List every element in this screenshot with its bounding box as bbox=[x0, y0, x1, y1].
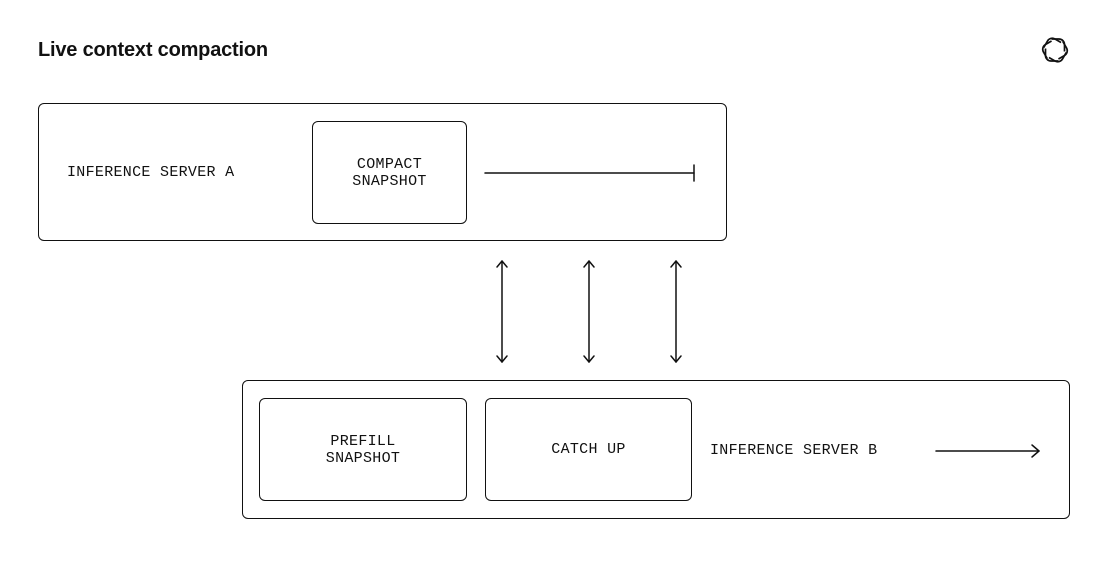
transfer-arrow-2 bbox=[583, 260, 595, 363]
catch-up-label: CATCH UP bbox=[551, 441, 626, 458]
inference-server-a-label: INFERENCE SERVER A bbox=[67, 164, 235, 181]
compact-snapshot-box: COMPACT SNAPSHOT bbox=[312, 121, 467, 224]
openai-logo-icon bbox=[1041, 37, 1069, 63]
catch-up-box: CATCH UP bbox=[485, 398, 692, 501]
inference-server-b-label: INFERENCE SERVER B bbox=[710, 442, 878, 459]
compact-snapshot-label: COMPACT SNAPSHOT bbox=[352, 155, 427, 190]
transfer-arrow-3 bbox=[670, 260, 682, 363]
diagram-title: Live context compaction bbox=[38, 39, 268, 61]
prefill-snapshot-box: PREFILL SNAPSHOT bbox=[259, 398, 467, 501]
transfer-arrow-1 bbox=[496, 260, 508, 363]
prefill-snapshot-label: PREFILL SNAPSHOT bbox=[325, 432, 401, 467]
